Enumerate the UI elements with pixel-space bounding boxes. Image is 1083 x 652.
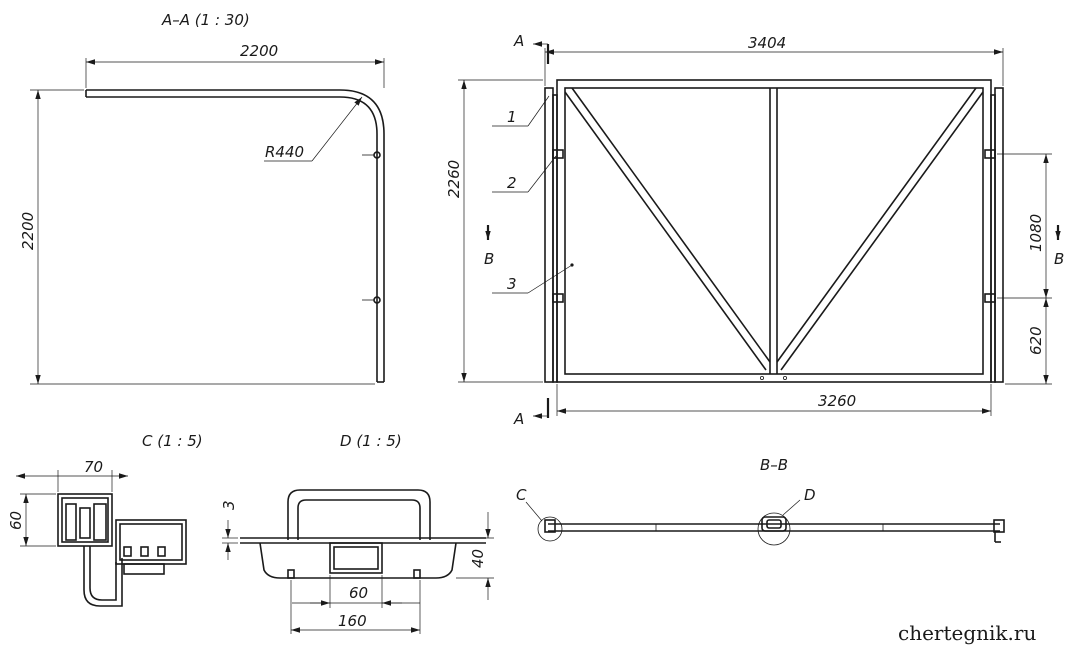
- dim-overall-width: 3404: [748, 34, 786, 52]
- detail-d-callout: D: [804, 486, 816, 504]
- gate-outer-frame: [556, 79, 992, 383]
- cut-mark-a-bottom: A: [513, 410, 524, 428]
- detail-c-callout: C: [516, 486, 527, 504]
- section-bb-view: B–B C D: [516, 456, 1005, 546]
- section-aa-profile: [86, 89, 385, 382]
- dim-d-height: 40: [469, 549, 487, 568]
- gate-inner-frame: [564, 87, 984, 375]
- cut-mark-a-top: A: [513, 32, 524, 50]
- dim-height: 2260: [445, 160, 463, 198]
- dim-d-thickness: 3: [220, 500, 238, 510]
- watermark: chertegnik.ru: [898, 621, 1036, 645]
- detail-c-title: C (1 : 5): [142, 432, 203, 450]
- callout-3: 3: [507, 275, 517, 293]
- detail-d-title: D (1 : 5): [340, 432, 402, 450]
- detail-d-view: D (1 : 5) 3 40 60 160: [220, 432, 494, 634]
- callout-1: 1: [507, 108, 517, 126]
- section-aa-title: A–A (1 : 30): [161, 11, 250, 29]
- callout-2: 2: [507, 174, 517, 192]
- section-bb-title: B–B: [760, 456, 788, 474]
- front-view: A A B B 3404 3260 2260 1080 620 1: [445, 32, 1064, 428]
- section-mark-b-left: B: [484, 250, 494, 268]
- dim-inner-width: 3260: [818, 392, 856, 410]
- dim-hinge-spacing: 1080: [1027, 214, 1045, 252]
- dim-c-width: 70: [84, 458, 103, 476]
- dim-d-outer: 160: [338, 612, 367, 630]
- section-aa-profile-inner: [86, 96, 378, 382]
- dim-aa-width: 2200: [240, 42, 278, 60]
- left-post: [544, 87, 554, 383]
- detail-c-marker: [537, 516, 563, 542]
- dim-aa-height: 2200: [19, 212, 37, 250]
- dim-c-height: 60: [7, 511, 25, 530]
- dim-bottom-offset: 620: [1027, 326, 1045, 355]
- section-aa-view: A–A (1 : 30) 2200 2200 R440: [19, 11, 385, 385]
- detail-c-view: C (1 : 5) 70 60: [7, 432, 203, 607]
- right-post: [994, 87, 1004, 383]
- section-mark-b-right: B: [1054, 250, 1064, 268]
- dim-aa-radius: R440: [265, 143, 304, 161]
- detail-d-marker: [757, 512, 791, 546]
- dim-d-inner: 60: [349, 584, 368, 602]
